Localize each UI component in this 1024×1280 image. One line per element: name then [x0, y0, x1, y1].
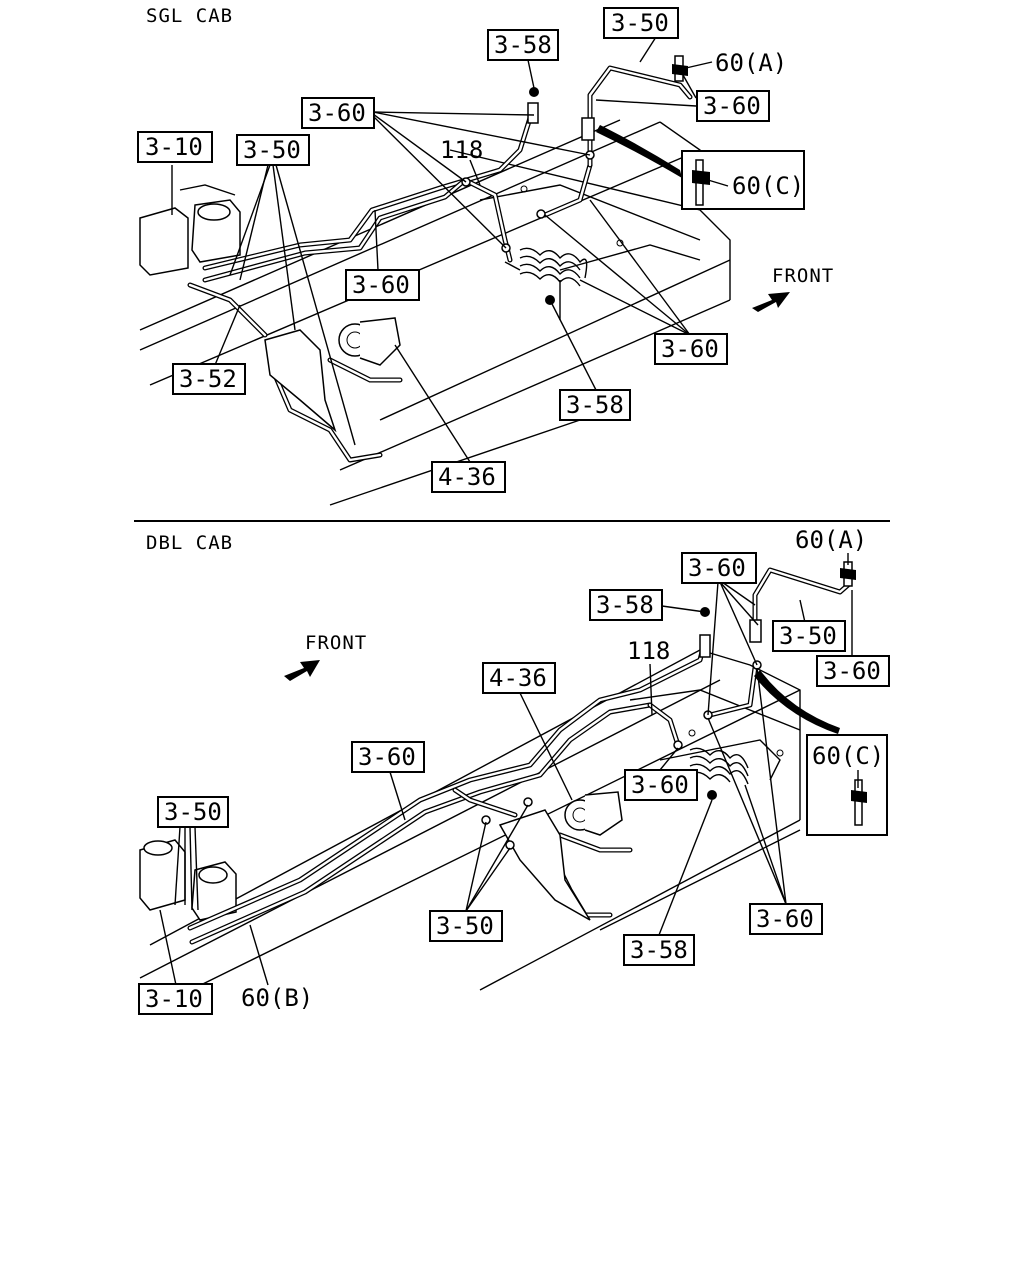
callout-3-60: 3-60 — [308, 99, 366, 127]
callout-3-60: 3-60 — [661, 335, 719, 363]
reservoir-tank — [139, 184, 241, 276]
callout-3-52: 3-52 — [179, 365, 237, 393]
front-arrow: FRONT — [752, 265, 834, 312]
callout-3-10: 3-10 — [145, 985, 203, 1013]
clip-60a — [840, 561, 856, 587]
clip-60a — [672, 55, 688, 82]
callout-4-36: 4-36 — [438, 463, 496, 491]
pressure-pipes — [187, 567, 851, 945]
callout-60c: 60(C) — [812, 742, 884, 770]
callouts: 3-50 3-58 60(A) 3-60 3-60 118 3-10 3-50 … — [137, 7, 787, 493]
callout-3-50: 3-50 — [779, 622, 837, 650]
callout-3-50: 3-50 — [436, 912, 494, 940]
front-arrow: FRONT — [284, 632, 367, 681]
section-title: DBL CAB — [146, 532, 233, 554]
callout-3-60: 3-60 — [756, 905, 814, 933]
callout-3-58: 3-58 — [596, 591, 654, 619]
oil-cooler-coil — [689, 747, 749, 785]
leader-lines — [171, 36, 713, 463]
callout-3-60: 3-60 — [631, 771, 689, 799]
clip-60c-detail: 60(C) — [754, 670, 888, 836]
callout-3-50: 3-50 — [243, 136, 301, 164]
section-title: SGL CAB — [146, 5, 233, 27]
detail-pointer — [754, 670, 840, 734]
steering-gear — [498, 791, 623, 921]
detail-frame — [806, 734, 888, 836]
callout-3-60: 3-60 — [358, 743, 416, 771]
front-label: FRONT — [772, 265, 834, 287]
callout-118: 118 — [627, 637, 670, 665]
callout-3-58: 3-58 — [494, 31, 552, 59]
front-label: FRONT — [305, 632, 367, 654]
chassis-frame — [139, 119, 731, 506]
callout-60a: 60(A) — [715, 49, 787, 77]
callout-3-10: 3-10 — [145, 133, 203, 161]
clip-60c-detail: 60(C) — [596, 125, 805, 210]
callout-3-58: 3-58 — [566, 391, 624, 419]
callout-3-58: 3-58 — [630, 936, 688, 964]
sgl-cab-section: SGL CAB — [137, 5, 834, 506]
callout-4-36: 4-36 — [489, 664, 547, 692]
callout-60c: 60(C) — [732, 172, 804, 200]
detail-pointer — [596, 125, 682, 178]
pressure-pipes — [187, 65, 693, 463]
callout-3-60: 3-60 — [823, 657, 881, 685]
callout-60a: 60(A) — [795, 526, 867, 554]
reservoir-tank — [139, 839, 237, 921]
oil-cooler-coil — [504, 247, 588, 287]
callouts: 60(A) 3-60 3-58 3-50 3-60 118 4-36 3-60 … — [138, 526, 890, 1015]
callout-3-60: 3-60 — [688, 554, 746, 582]
steering-gear — [264, 317, 401, 433]
callout-60b: 60(B) — [241, 984, 313, 1012]
callout-118: 118 — [440, 136, 483, 164]
dbl-cab-section: DBL CAB — [138, 526, 890, 1015]
chassis-frame — [139, 649, 801, 1011]
callout-3-60: 3-60 — [352, 271, 410, 299]
callout-3-50: 3-50 — [164, 798, 222, 826]
callout-3-50: 3-50 — [611, 9, 669, 37]
callout-3-60: 3-60 — [703, 92, 761, 120]
